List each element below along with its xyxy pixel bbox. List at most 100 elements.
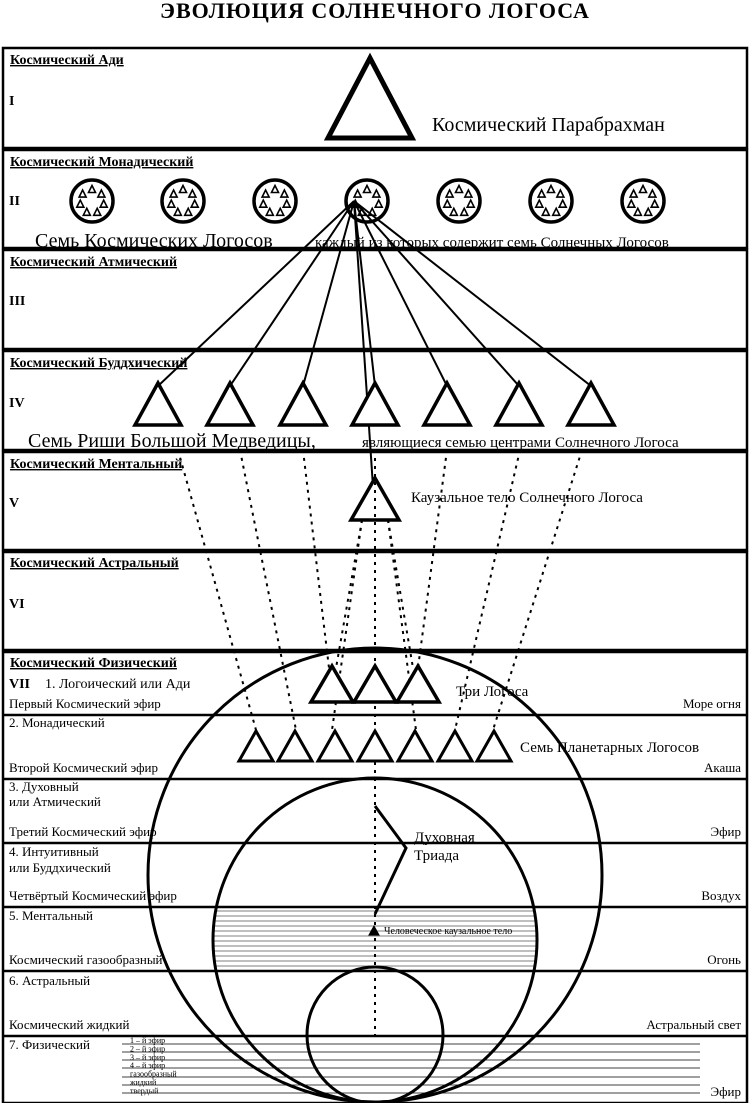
- subplane-3-ether: Третий Космический эфир: [9, 824, 157, 839]
- planetary-triangle-icon-2: [275, 727, 315, 763]
- small-triangle-icon: [98, 198, 109, 208]
- seven-logoi-note: каждый из которых содержит семь Солнечны…: [315, 235, 669, 251]
- plane-name-7: Космический Физический: [10, 656, 177, 671]
- small-triangle-icon: [172, 206, 183, 217]
- cosmic-logos-circle-2: [160, 178, 206, 224]
- physical-subplane-label-7: твердый: [130, 1086, 159, 1095]
- plane-name-4: Космический Буддхический: [10, 356, 187, 371]
- physical-subplane-label-4: 4 – й эфир: [130, 1061, 165, 1070]
- small-triangle-icon: [189, 198, 200, 208]
- small-triangle-icon: [281, 198, 292, 208]
- subplane-2: 2. Монадический Второй Космический эфир …: [9, 715, 741, 775]
- plane-band-2: [1, 148, 749, 250]
- small-triangle-icon: [448, 206, 459, 217]
- subplane-1: 1. Логоический или Ади Первый Космически…: [9, 677, 741, 711]
- small-triangle-icon: [536, 188, 547, 198]
- small-triangle-icon: [275, 206, 286, 217]
- small-triangle-icon: [87, 183, 97, 194]
- plane-band-3: [1, 248, 749, 351]
- plane-name-6: Космический Астральный: [10, 556, 179, 571]
- small-triangle-icon: [178, 183, 188, 194]
- subplane-7: 7. Физический Эфир: [9, 1037, 741, 1099]
- physical-subplane-label-3: 3 – й эфир: [130, 1053, 165, 1062]
- planetary-logoi-label: Семь Планетарных Логосов: [520, 740, 699, 756]
- subplane-3-name: 3. Духовный: [9, 779, 79, 794]
- plane-numeral-2: II: [9, 194, 20, 209]
- plane-band-1: [1, 46, 749, 150]
- plane-numeral-4: IV: [9, 396, 25, 411]
- small-triangle-icon: [534, 198, 545, 208]
- small-triangle-icon: [551, 206, 562, 217]
- seven-rishi-note: являющиеся семью центрами Солнечного Лог…: [362, 435, 679, 451]
- small-triangle-icon: [92, 206, 103, 217]
- subplane-1-element: Море огня: [683, 696, 741, 711]
- small-triangle-icon: [459, 206, 470, 217]
- subplane-4-element: Воздух: [701, 888, 741, 903]
- cosmic-logos-ring-icon: [528, 178, 574, 224]
- subplane-4-ether: Четвёртый Космический эфир: [9, 888, 177, 903]
- small-triangle-icon: [362, 183, 372, 194]
- small-triangle-icon: [279, 188, 290, 198]
- cosmic-logos-ring-icon: [436, 178, 482, 224]
- small-triangle-icon: [96, 188, 107, 198]
- cosmic-logos-ring-icon: [344, 178, 390, 224]
- planetary-triangle-icon-4: [355, 727, 395, 763]
- subplane-5-element: Огонь: [707, 952, 741, 967]
- rishi-triangle-icon-1: [132, 379, 184, 427]
- spiritual-triad-line: [373, 805, 408, 915]
- plane-numeral-6: VI: [9, 597, 25, 612]
- small-triangle-icon: [373, 198, 384, 208]
- small-triangle-icon: [444, 188, 455, 198]
- spiritual-triad-label-1: Духовная: [414, 830, 475, 846]
- small-triangle-icon: [546, 183, 556, 194]
- rishi-triangle-icon-4: [349, 379, 401, 427]
- subplane-6-element: Астральный свет: [646, 1017, 741, 1032]
- small-triangle-icon: [270, 183, 280, 194]
- rishi-triangle-icon-2: [204, 379, 256, 427]
- rishi-triangle-icon-3: [277, 379, 329, 427]
- plane-name-5: Космический Ментальный: [10, 457, 182, 472]
- planetary-triangle-icon-3: [315, 727, 355, 763]
- cosmic-logos-circle-7: [620, 178, 666, 224]
- small-triangle-icon: [465, 198, 476, 208]
- plane-numeral-7: VII: [9, 677, 30, 692]
- cosmic-logos-circle-6: [528, 178, 574, 224]
- subplane-3-element: Эфир: [711, 824, 741, 839]
- subplane-6-name: 6. Астральный: [9, 973, 90, 988]
- small-triangle-icon: [638, 183, 648, 194]
- seven-logoi-label: Семь Космических Логосов: [35, 230, 273, 252]
- subplane-6-ether: Космический жидкий: [9, 1017, 130, 1032]
- small-triangle-icon: [626, 198, 637, 208]
- logos-triangle-icon-2: [350, 662, 400, 704]
- physical-subplane-label-5: газообразный: [130, 1070, 177, 1079]
- cosmic-logos-circle-3: [252, 178, 298, 224]
- small-triangle-icon: [258, 198, 269, 208]
- human-causal-triangle-icon: [368, 924, 380, 936]
- small-triangle-icon: [540, 206, 551, 217]
- planetary-triangle-icon-5: [395, 727, 435, 763]
- subplane-4: 4. Интуитивный или Буддхический Четвёрты…: [9, 844, 741, 903]
- small-triangle-icon: [643, 206, 654, 217]
- plane-numeral-5: V: [9, 496, 19, 511]
- three-logoi-label: Три Логоса: [456, 684, 529, 700]
- small-triangle-icon: [647, 188, 658, 198]
- small-triangle-icon: [454, 183, 464, 194]
- physical-subplane-label-1: 1 – й эфир: [130, 1036, 165, 1045]
- small-triangle-icon: [81, 206, 92, 217]
- planetary-triangle-icon-1: [236, 727, 276, 763]
- small-triangle-icon: [632, 206, 643, 217]
- parabrahman-label: Космический Парабрахман: [432, 114, 665, 136]
- planetary-triangle-icon-6: [435, 727, 475, 763]
- parabrahman-triangle-icon: [323, 52, 417, 141]
- plane-numeral-3: III: [9, 294, 25, 309]
- cosmic-logos-ring-icon: [69, 178, 115, 224]
- rishi-triangles: [132, 379, 617, 427]
- small-triangle-icon: [649, 198, 660, 208]
- diagram-title: ЭВОЛЮЦИЯ СОЛНЕЧНОГО ЛОГОСА: [160, 0, 590, 23]
- rishi-triangle-icon-6: [493, 379, 545, 427]
- inner-circle: [305, 965, 445, 1103]
- small-triangle-icon: [166, 198, 177, 208]
- small-triangle-icon: [557, 198, 568, 208]
- small-triangle-icon: [555, 188, 566, 198]
